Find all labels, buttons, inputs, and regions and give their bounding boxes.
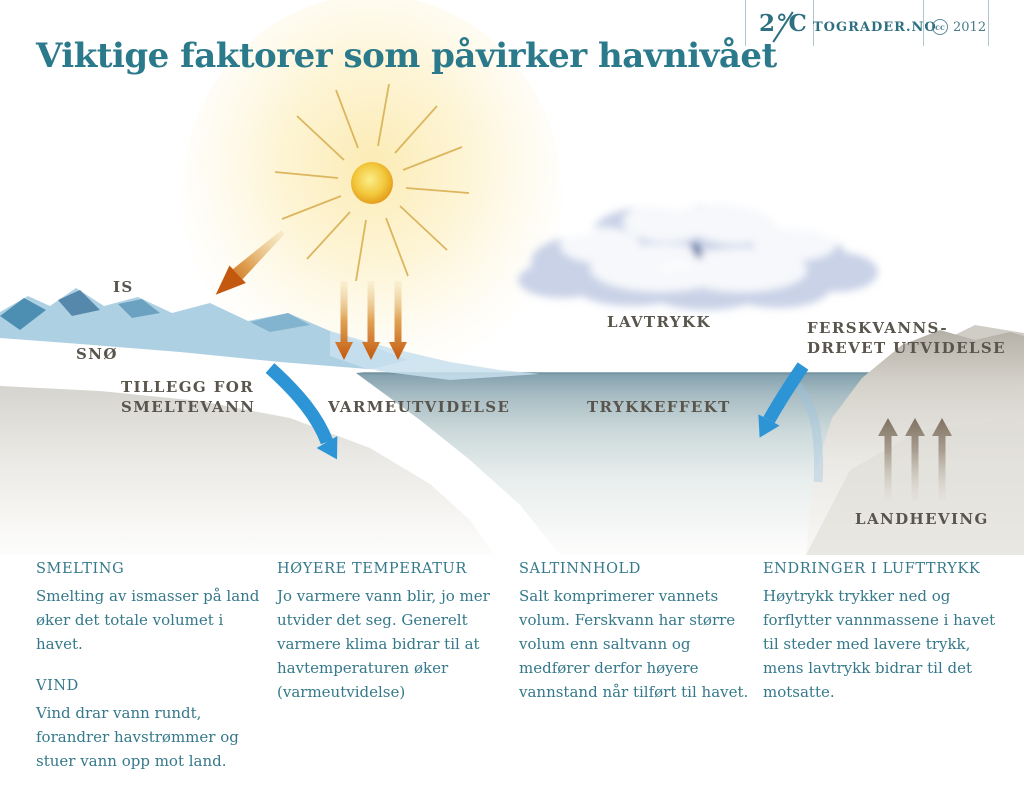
label-pressure-effect: TRYKKEFFEKT [587, 398, 731, 416]
column-temperature: HØYERE TEMPERATUR Jo varmere vann blir, … [277, 561, 509, 726]
section-body: Høytrykk trykker ned og forflytter vannm… [763, 587, 996, 701]
uplift-arrows-icon [878, 418, 952, 500]
section-body: Salt komprimerer vannets volum. Ferskvan… [519, 587, 749, 701]
header-divider [813, 0, 814, 46]
section-heading: VIND [36, 678, 79, 694]
sun-to-ice-arrow-icon [215, 230, 285, 295]
section-body: Vind drar vann rundt, forandrer havstrøm… [36, 704, 239, 770]
heat-arrows-icon [335, 281, 407, 360]
section-heading: HØYERE TEMPERATUR [277, 561, 467, 577]
site-link[interactable]: TOGRADER.NO [813, 20, 937, 35]
label-land-uplift: LANDHEVING [855, 510, 989, 528]
column-salinity: SALTINNHOLD Salt komprimerer vannets vol… [519, 561, 753, 726]
header-divider [988, 0, 989, 46]
mountains-illustration [0, 288, 540, 380]
label-thermal-expansion: VARMEUTVIDELSE [328, 398, 511, 416]
column-melting-wind: SMELTING Smelting av ismasser på land øk… [36, 561, 264, 795]
two-degrees-logo: 2°C [752, 6, 810, 43]
label-snow: SNØ [76, 345, 118, 363]
section-heading: SMELTING [36, 561, 125, 577]
column-air-pressure: ENDRINGER I LUFTTRYKK Høytrykk trykker n… [763, 561, 1013, 726]
page-title: Viktige faktorer som påvirker havnivået [36, 36, 777, 76]
label-ice: IS [113, 278, 134, 296]
section-heading: ENDRINGER I LUFTTRYKK [763, 561, 981, 577]
clouds-illustration [518, 200, 878, 310]
copyright-year: 2012 [953, 19, 987, 35]
label-low-pressure: LAVTRYKK [607, 313, 711, 331]
label-freshwater: FERSKVANNS- DREVET UTVIDELSE [807, 319, 1006, 357]
section-body: Smelting av ismasser på land øker det to… [36, 587, 260, 653]
sun-icon [274, 83, 470, 282]
section-heading: SALTINNHOLD [519, 561, 642, 577]
infographic-page: 2°C TOGRADER.NO cc 2012 Viktige faktorer… [0, 0, 1024, 770]
cc-icon: cc [932, 19, 948, 35]
section-body: Jo varmere vann blir, jo mer utvider det… [277, 587, 490, 701]
header-divider [923, 0, 924, 46]
label-meltwater: TILLEGG FOR SMELTEVANN [121, 378, 256, 416]
freshwater-arrow-icon [758, 362, 809, 438]
header-divider [745, 0, 746, 46]
copyright: cc 2012 [932, 19, 986, 35]
